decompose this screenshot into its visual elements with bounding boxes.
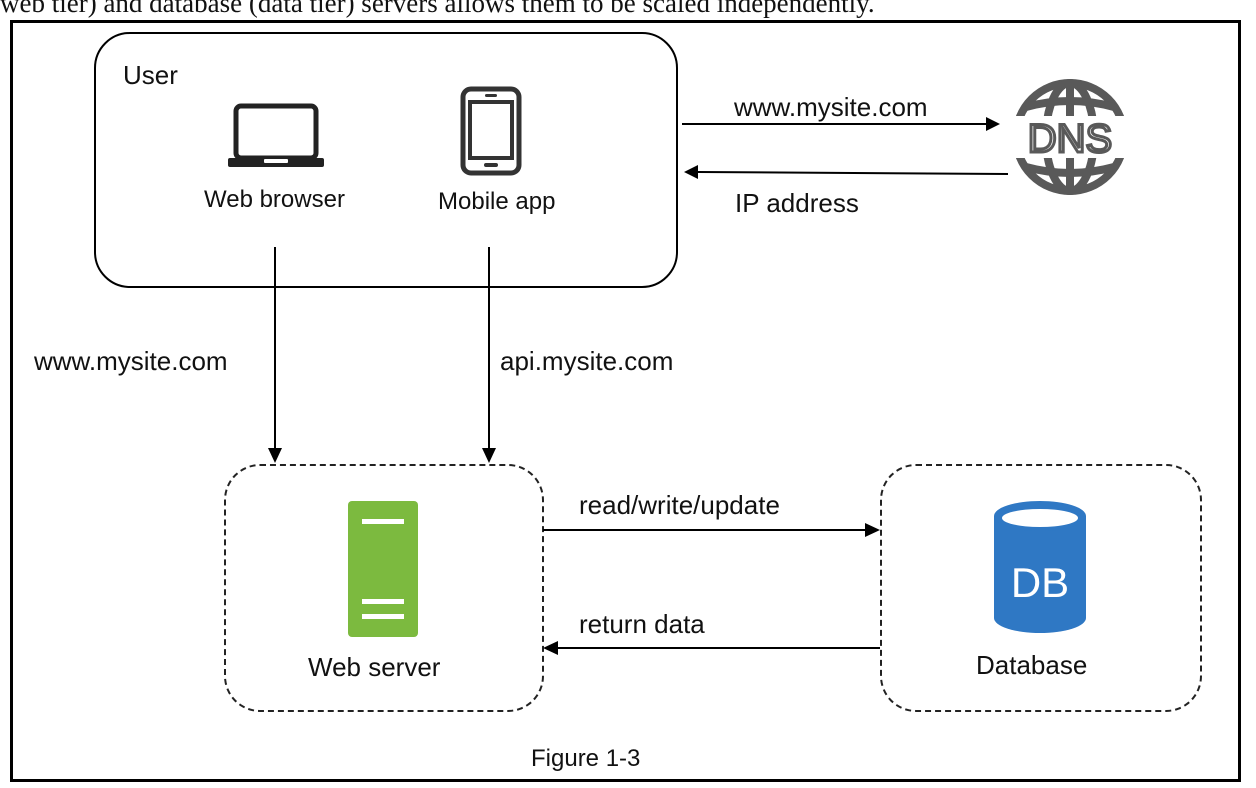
- figure-frame: [10, 20, 1241, 782]
- web-browser-label: Web browser: [204, 186, 345, 213]
- browser-flow-label: www.mysite.com: [34, 346, 228, 376]
- mobile-app-label: Mobile app: [438, 188, 556, 215]
- arrowhead-dns: [986, 117, 1000, 131]
- user-group-box: [94, 32, 678, 288]
- db-icon-text: DB: [1011, 559, 1069, 606]
- web-server-box: [224, 464, 544, 712]
- arrowhead-browser-down: [268, 448, 282, 463]
- web-server-label: Web server: [308, 652, 441, 682]
- database-box: [880, 464, 1202, 712]
- arrowhead-server: [543, 641, 558, 655]
- laptop-icon: [228, 103, 324, 167]
- arrowhead-db: [865, 523, 880, 537]
- user-group-title: User: [123, 60, 178, 90]
- figure-caption: Figure 1-3: [531, 745, 641, 772]
- dns-response-label: IP address: [735, 188, 859, 218]
- read-write-label: read/write/update: [579, 490, 780, 520]
- return-data-label: return data: [579, 609, 705, 639]
- header-caption: web tier) and database (data tier) serve…: [0, 0, 875, 18]
- mobile-flow-label: api.mysite.com: [500, 346, 674, 376]
- server-icon: [348, 501, 418, 637]
- database-icon: DB: [994, 501, 1086, 633]
- database-label: Database: [976, 650, 1088, 680]
- dns-globe-icon: DNS: [1012, 79, 1128, 195]
- dns-request-label: www.mysite.com: [734, 92, 928, 122]
- dns-icon-text: DNS: [1028, 117, 1112, 161]
- arrow-dns-to-user: [697, 171, 1009, 175]
- arrowhead-mobile-down: [482, 448, 496, 463]
- arrowhead-user: [684, 165, 698, 179]
- smartphone-icon: [460, 86, 522, 176]
